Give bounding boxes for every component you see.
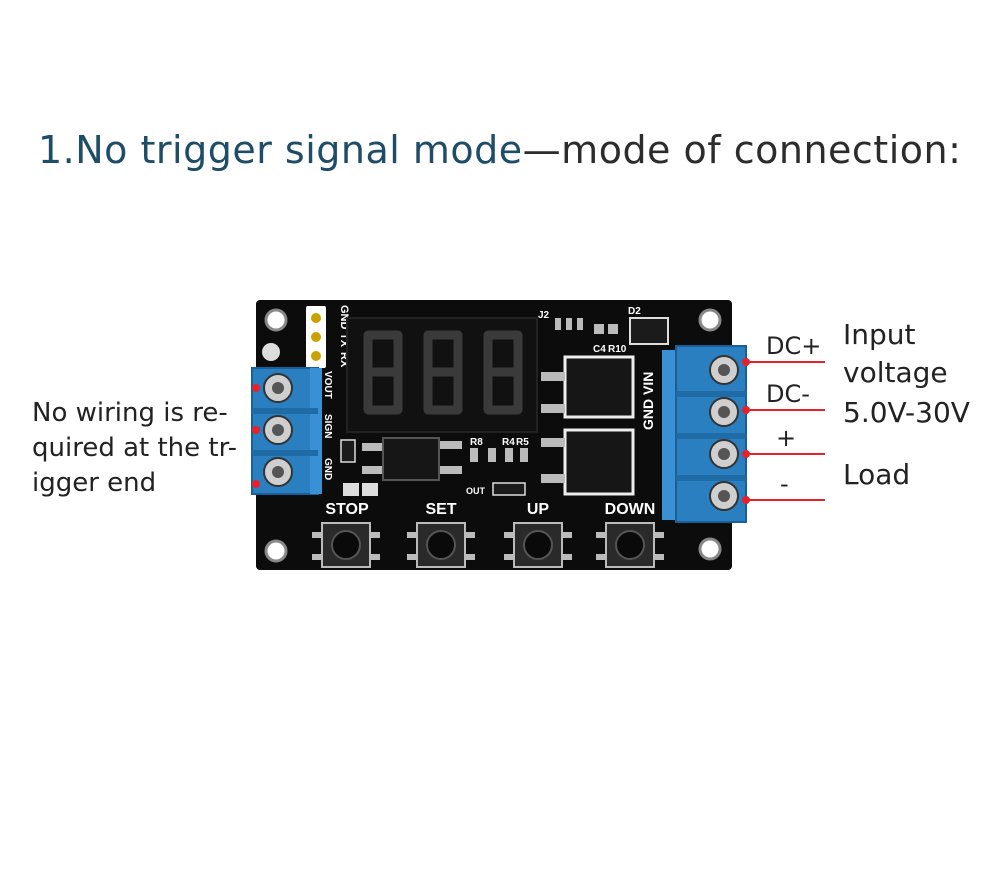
left-terminal-dots	[252, 384, 260, 488]
button-set	[407, 522, 475, 568]
trigger-note-line-1: No wiring is re-	[32, 398, 228, 428]
trigger-note-line-3: igger end	[32, 468, 157, 498]
label-plus: +	[776, 424, 797, 452]
button-label-up: UP	[527, 501, 550, 518]
title-connection: —mode of connection:	[522, 128, 962, 172]
button-stop	[312, 522, 380, 568]
silk-c4: C4	[593, 344, 606, 355]
page-title: 1.No trigger signal mode—mode of connect…	[38, 128, 961, 172]
left-terminal-block	[251, 367, 322, 495]
mounting-holes	[264, 308, 722, 563]
silk-gnd-vin: GND VIN	[640, 372, 656, 430]
button-down	[596, 522, 664, 568]
button-label-set: SET	[425, 501, 456, 518]
silk-r5: R5	[516, 437, 529, 448]
pin-header	[306, 306, 326, 368]
mosfet-components	[541, 355, 635, 496]
silk-r4: R4	[502, 437, 515, 448]
silk-r10: R10	[608, 344, 627, 355]
wire-lines	[746, 361, 825, 501]
trigger-note-line-2: quired at the tr-	[32, 433, 238, 463]
label-dc-plus: DC+	[766, 332, 822, 360]
silk-j2: J2	[538, 310, 550, 321]
terminal-label-gnd: GND	[322, 458, 333, 480]
terminal-label-vout: VOUT	[322, 371, 333, 399]
label-voltage: voltage	[843, 356, 948, 389]
right-terminal-block	[662, 345, 747, 523]
button-up	[504, 522, 572, 568]
label-minus: -	[780, 470, 789, 498]
trigger-note: No wiring is re- quired at the tr- igger…	[32, 396, 237, 501]
silk-r8: R8	[470, 437, 483, 448]
label-load: Load	[843, 458, 911, 491]
button-label-down: DOWN	[605, 501, 656, 518]
label-dc-minus: DC-	[766, 380, 810, 408]
terminal-label-sign: SIGN	[322, 414, 333, 438]
regulator-chip	[382, 437, 440, 481]
smd-components	[340, 317, 669, 496]
silk-out: OUT	[466, 486, 486, 496]
title-mode: 1.No trigger signal mode	[38, 128, 523, 172]
label-input: Input	[843, 318, 916, 351]
seven-segment-display	[346, 317, 538, 433]
label-voltage-range: 5.0V-30V	[843, 396, 970, 429]
button-label-stop: STOP	[325, 501, 369, 518]
silk-d2: D2	[628, 306, 641, 317]
brand-logo-icon	[262, 343, 280, 361]
wire-dots	[742, 358, 750, 504]
